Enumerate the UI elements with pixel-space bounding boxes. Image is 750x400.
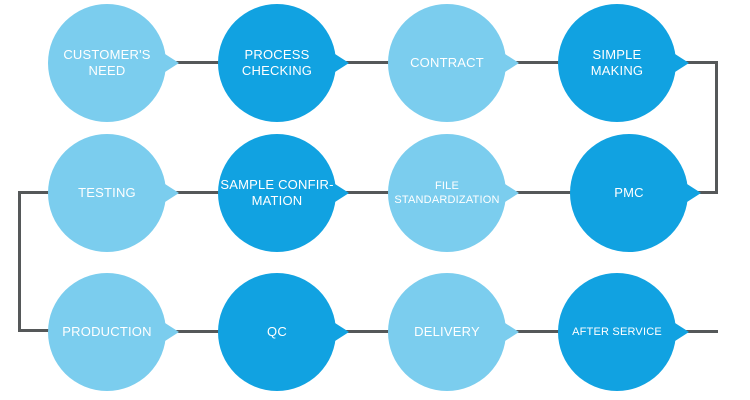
node-tail-icon [675, 323, 689, 341]
node-tail-icon [165, 54, 179, 72]
node-contract[interactable]: CONTRACT [388, 4, 519, 122]
node-sample-confirmation-label: SAMPLE CONFIR- MATION [220, 177, 334, 208]
connector-after-service-stub-right [670, 330, 718, 333]
connector-sample-confirmation-to-testing [160, 191, 222, 194]
node-tail-icon [335, 323, 349, 341]
node-tail-icon [505, 184, 519, 202]
connector-simple-making-stub-right [670, 61, 718, 64]
node-tail-icon [505, 323, 519, 341]
node-file-standardization[interactable]: FILE STANDARDIZATION [388, 134, 519, 252]
node-customers-need-label: CUSTOMER'S NEED [63, 47, 151, 78]
node-tail-icon [335, 184, 349, 202]
node-after-service[interactable]: AFTER SERVICE [558, 273, 689, 391]
node-tail-icon [675, 54, 689, 72]
connector-testing-stub-left [18, 191, 54, 194]
node-tail-icon [165, 323, 179, 341]
connector-right-bracket-into-pmc [686, 191, 718, 194]
node-simple-making[interactable]: SIMPLE MAKING [558, 4, 689, 122]
node-qc[interactable]: QC [218, 273, 349, 391]
node-simple-making-label: SIMPLE MAKING [590, 47, 644, 78]
node-pmc[interactable]: PMC [570, 134, 701, 252]
node-process-checking-label: PROCESS CHECKING [241, 47, 313, 78]
node-tail-icon [335, 54, 349, 72]
node-tail-icon [505, 54, 519, 72]
node-delivery[interactable]: DELIVERY [388, 273, 519, 391]
connector-pmc-to-file-standardization [500, 191, 572, 194]
connector-file-standardization-to-sample-confirmation [330, 191, 392, 194]
node-qc-label: QC [267, 324, 287, 339]
node-tail-icon [165, 184, 179, 202]
node-file-standardization-label: FILE STANDARDIZATION [394, 180, 500, 206]
node-production-label: PRODUCTION [62, 324, 152, 339]
node-sample-confirmation[interactable]: SAMPLE CONFIR- MATION [218, 134, 349, 252]
node-testing[interactable]: TESTING [48, 134, 179, 252]
node-customers-need[interactable]: CUSTOMER'S NEED [48, 4, 179, 122]
connector-qc-to-delivery [330, 330, 392, 333]
connector-customers-need-to-process-checking [160, 61, 222, 64]
connector-delivery-to-after-service [500, 330, 562, 333]
connector-production-to-qc [160, 330, 222, 333]
node-tail-icon [687, 184, 701, 202]
node-contract-label: CONTRACT [410, 55, 484, 70]
connector-process-checking-to-contract [330, 61, 392, 64]
connector-left-bracket-into-production [18, 329, 54, 332]
node-pmc-label: PMC [614, 185, 644, 200]
node-process-checking[interactable]: PROCESS CHECKING [218, 4, 349, 122]
node-delivery-label: DELIVERY [414, 324, 480, 339]
connector-left-bracket-vertical [18, 191, 21, 331]
node-production[interactable]: PRODUCTION [48, 273, 179, 391]
connector-right-bracket-vertical [715, 61, 718, 193]
connector-contract-to-simple-making [500, 61, 562, 64]
node-testing-label: TESTING [78, 185, 136, 200]
node-after-service-label: AFTER SERVICE [572, 326, 662, 338]
